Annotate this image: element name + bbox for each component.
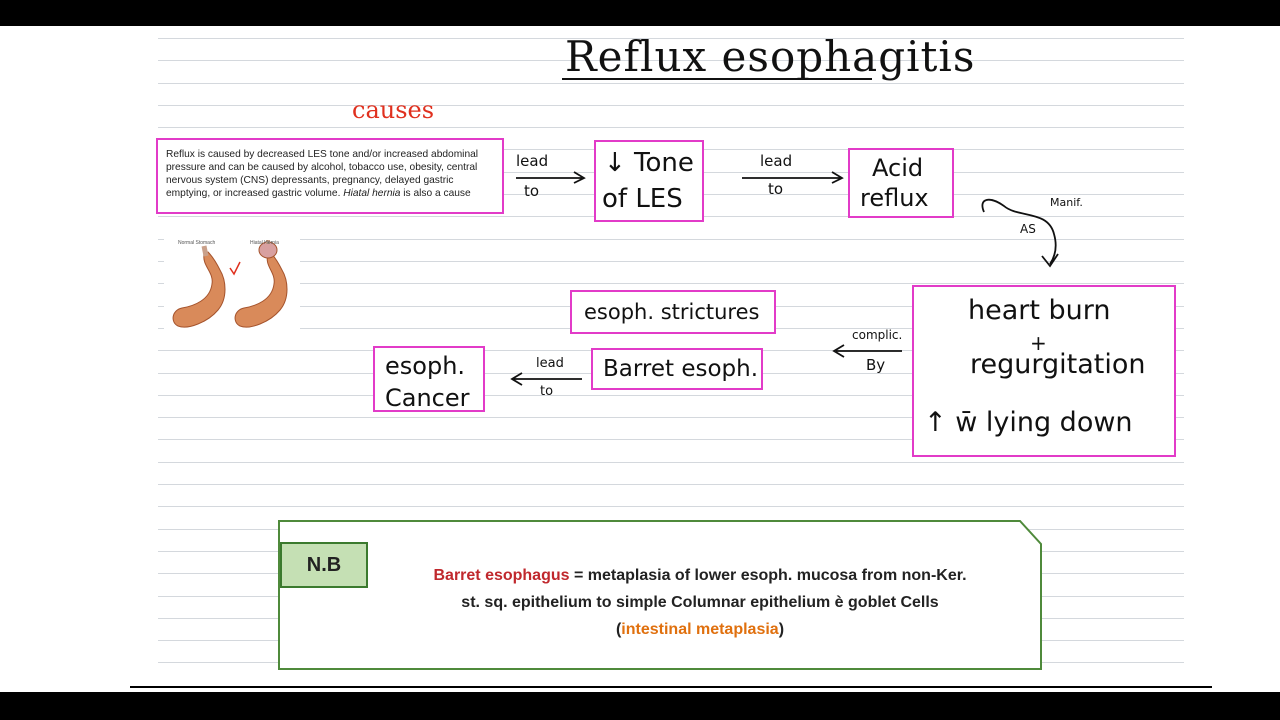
arrow1-label-top: lead bbox=[516, 152, 549, 170]
nb-line3: (intestinal metaplasia) bbox=[380, 616, 1020, 643]
barret-box: Barret esoph. bbox=[591, 348, 763, 390]
nb-intestinal: intestinal metaplasia bbox=[621, 621, 779, 638]
arrow2-label-bottom: to bbox=[768, 180, 784, 198]
nb-definition: = metaplasia of lower esoph. mucosa from… bbox=[569, 567, 967, 584]
ruled-line bbox=[158, 261, 1184, 262]
tone-line2: of LES bbox=[602, 184, 683, 214]
arrow-left-icon bbox=[832, 344, 902, 358]
causes-label: causes bbox=[352, 96, 435, 124]
arrow3-label-right: Manif. bbox=[1050, 196, 1083, 209]
ruled-line bbox=[158, 395, 1184, 396]
arrow2-label-top: lead bbox=[760, 152, 793, 170]
manifestations-box: heart burn + regurgitation ↑ w̄ lying do… bbox=[912, 285, 1176, 457]
ruled-line bbox=[158, 417, 1184, 418]
stomach-drawing-icon bbox=[172, 240, 288, 328]
notes-page: Reflux esophagitis causes Reflux is caus… bbox=[0, 26, 1280, 692]
manif-line2: + bbox=[1030, 331, 1047, 355]
arrow-left-icon bbox=[510, 372, 582, 386]
title-underline bbox=[562, 78, 872, 80]
cancer-line1: esoph. bbox=[385, 352, 466, 380]
ruled-line bbox=[158, 83, 1184, 84]
manif-line4: ↑ w̄ lying down bbox=[924, 407, 1133, 438]
nb-text: Barret esophagus = metaplasia of lower e… bbox=[380, 562, 1020, 643]
ruled-line bbox=[158, 127, 1184, 128]
arrow4-label-top: complic. bbox=[852, 328, 903, 342]
ruled-line bbox=[158, 60, 1184, 61]
ruled-line bbox=[158, 239, 1184, 240]
acid-reflux-box: Acid reflux bbox=[848, 148, 954, 218]
nb-line2: st. sq. epithelium to simple Columnar ep… bbox=[461, 594, 939, 611]
nb-term: Barret esophagus bbox=[433, 567, 570, 584]
arrow-right-icon bbox=[516, 171, 586, 184]
barret-text: Barret esoph. bbox=[603, 356, 759, 382]
tone-line1: ↓ Tone bbox=[604, 148, 694, 178]
curved-arrow-icon bbox=[981, 198, 1059, 268]
tone-les-box: ↓ Tone of LES bbox=[594, 140, 704, 222]
manif-line3: regurgitation bbox=[970, 349, 1146, 380]
ruled-line bbox=[158, 462, 1184, 463]
arrow4-label-bottom: By bbox=[866, 356, 886, 374]
acid-line2: reflux bbox=[860, 184, 929, 212]
ruled-line bbox=[158, 283, 1184, 284]
cancer-line2: Cancer bbox=[385, 384, 470, 412]
cause-text-main: Reflux is caused by decreased LES tone a… bbox=[166, 149, 479, 199]
cause-text-end: is also a cause bbox=[403, 188, 471, 199]
ruled-line bbox=[158, 506, 1184, 507]
ruled-line bbox=[158, 105, 1184, 106]
cause-box: Reflux is caused by decreased LES tone a… bbox=[156, 138, 504, 214]
strictures-box: esoph. strictures bbox=[570, 290, 776, 334]
nb-paren-open: ( bbox=[615, 621, 622, 638]
ruled-line bbox=[158, 38, 1184, 39]
nb-line1: Barret esophagus = metaplasia of lower e… bbox=[380, 562, 1020, 589]
cause-text-italic: Hiatal hernia bbox=[343, 188, 401, 199]
arrow3-label-left: AS bbox=[1020, 222, 1036, 236]
ruled-line bbox=[158, 439, 1184, 440]
normal-stomach-caption: Normal Stomach bbox=[178, 240, 216, 246]
nb-callout-frame bbox=[278, 520, 1042, 670]
arrow5-label-bottom: to bbox=[540, 384, 554, 399]
cancer-box: esoph. Cancer bbox=[373, 346, 485, 412]
cause-text: Reflux is caused by decreased LES tone a… bbox=[166, 148, 496, 200]
nb-tab: N.B bbox=[280, 542, 368, 588]
bottom-divider bbox=[130, 686, 1212, 688]
hiatal-hernia-caption: Hiatal Hernia bbox=[250, 240, 279, 246]
acid-line1: Acid bbox=[872, 154, 924, 182]
nb-paren-close: ) bbox=[778, 621, 785, 638]
strictures-text: esoph. strictures bbox=[584, 300, 760, 324]
arrow1-label-bottom: to bbox=[524, 182, 540, 200]
arrow-right-icon bbox=[742, 171, 844, 184]
stomach-illustration: Normal Stomach Hiatal Hernia bbox=[164, 236, 300, 336]
ruled-line bbox=[158, 484, 1184, 485]
page-title: Reflux esophagitis bbox=[565, 32, 976, 81]
arrow5-label-top: lead bbox=[536, 356, 564, 371]
manif-line1: heart burn bbox=[968, 295, 1111, 326]
